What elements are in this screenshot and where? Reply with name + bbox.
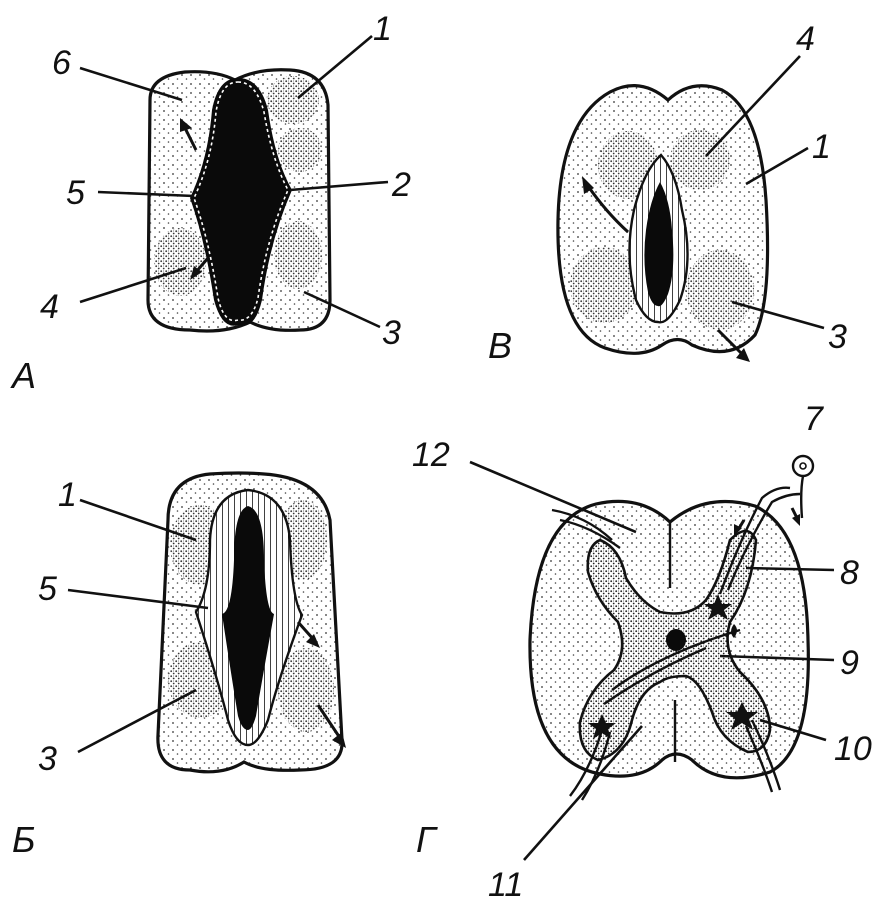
panel-a-zone-upper-right [278,128,322,172]
panel-a-zone-3 [274,221,322,289]
panel-a-number-6: 6 [52,44,71,82]
panel-g-central-canal [666,629,686,651]
panel-g-number-8: 8 [840,554,859,592]
panel-g-number-9: 9 [840,644,859,682]
panel-g-number-7: 7 [804,400,824,438]
panel-v: 4 1 3 В [488,20,847,366]
panel-a-number-4: 4 [40,288,59,326]
panel-a: 1 6 5 2 4 3 А [10,10,411,396]
panel-a-letter: А [10,355,36,396]
panel-g-number-12: 12 [412,436,450,474]
panel-a-number-1: 1 [373,10,392,48]
panel-v-number-3: 3 [828,318,847,356]
panel-v-zone-3 [686,250,754,330]
panel-g-number-11: 11 [488,866,523,904]
panel-a-number-5: 5 [66,174,85,212]
panel-b: 1 5 3 Б [12,473,346,860]
panel-a-leader-1 [298,36,372,98]
panel-g: 7 12 8 9 10 11 Г [412,400,872,904]
panel-v-number-4: 4 [796,20,815,58]
panel-b-letter: Б [12,819,35,860]
panel-g-ganglion-stalk [801,476,803,518]
panel-a-number-3: 3 [382,314,401,352]
panel-b-number-3: 3 [38,740,57,778]
panel-a-zone-1 [267,76,319,124]
panel-v-zone-lower-left [570,247,638,323]
panel-v-letter: В [488,325,512,366]
panel-g-ganglion [793,456,813,476]
panel-g-letter: Г [416,819,438,860]
panel-b-number-1: 1 [58,476,77,514]
panel-g-leader-12 [470,462,636,532]
panel-v-number-1: 1 [812,128,831,166]
panel-b-number-5: 5 [38,570,57,608]
panel-g-arrow-dorsal [792,508,800,526]
panel-a-number-2: 2 [391,166,411,204]
panel-g-number-10: 10 [834,730,872,768]
panel-a-zone-4 [154,228,206,296]
